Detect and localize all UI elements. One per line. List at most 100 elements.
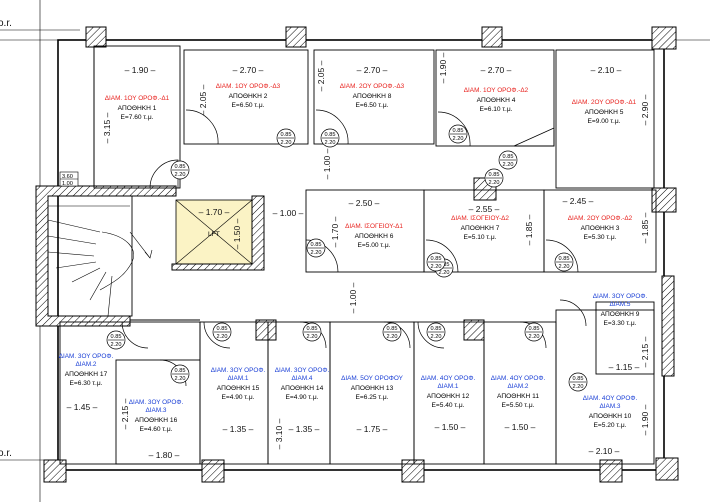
dimension-label: – 2.05 – <box>316 60 326 91</box>
room-area: Ε=7.60 τ.μ. <box>121 114 154 121</box>
dimension-label: – 1.90 – <box>640 404 650 435</box>
dimension-label: – 2.70 – <box>481 65 512 75</box>
room-name: ΑΠΟΘΗΚΗ 6 <box>355 233 394 240</box>
room-name: ΑΠΟΘΗΚΗ 15 <box>217 385 260 392</box>
room-name: ΑΠΟΘΗΚΗ 5 <box>585 109 624 116</box>
room-owner-label: ΔΙΑΜ. 4ΟΥ ΟΡΟΦ. <box>421 375 476 382</box>
room-name: ΑΠΟΘΗΚΗ 10 <box>589 413 632 420</box>
room-name: ΑΠΟΘΗΚΗ 13 <box>351 385 394 392</box>
room-owner-label: ΔΙΑΜ. 2ΟΥ ΟΡΟΦ.-Δ2 <box>568 215 633 222</box>
room-name: ΑΠΟΘΗΚΗ 3 <box>581 225 620 232</box>
room-owner-label: ΔΙΑΜ. 3ΟΥ ΟΡΟΦ. <box>211 367 266 374</box>
door-tag-width: 0.85 <box>489 172 500 178</box>
room-owner-label: ΔΙΑΜ. 4ΟΥ ΟΡΟΦ. <box>491 375 546 382</box>
room-owner-label: ΔΙΑΜ. 1ΟΥ ΟΡΟΦ.-Δ2 <box>464 87 529 94</box>
room-owner-label: ΔΙΑΜ. 3ΟΥ ΟΡΟΦ. <box>129 399 184 406</box>
room-name: ΑΠΟΘΗΚΗ 12 <box>427 393 470 400</box>
room-area: Ε=5.10 τ.μ. <box>464 234 497 241</box>
door-tag-width: 0.85 <box>387 326 398 332</box>
room-walls <box>59 45 657 465</box>
room-owner-label: ΔΙΑΜ.1 <box>438 383 459 390</box>
room-area: Ε=5.00 τ.μ. <box>358 242 391 249</box>
room-area: Ε=6.50 τ.μ. <box>356 102 389 109</box>
room-owner-label: ΔΙΑΜ. ΙΣΟΓΕΙΟΥ-Δ2 <box>451 215 509 222</box>
dimension-label: – 1.50 – <box>505 422 536 432</box>
room-name: ΑΠΟΘΗΚΗ 2 <box>229 93 268 100</box>
dimension-label: – 1.70 – <box>330 216 340 247</box>
door-tag-width: 0.85 <box>311 242 322 248</box>
door-tag-height: 2.20 <box>431 264 442 270</box>
dimension-label: – 1.00 – <box>348 282 358 313</box>
door-tag-height: 2.20 <box>111 342 122 348</box>
door-tag-width: 0.85 <box>573 376 584 382</box>
room-name: ΑΠΟΘΗΚΗ 4 <box>477 97 516 104</box>
room-owner-label: ΔΙΑΜ.4 <box>292 375 313 382</box>
door-tag-height: 2.20 <box>311 250 322 256</box>
room-owner-label: ΔΙΑΜ. ΙΣΟΓΕΙΟΥ-Δ1 <box>345 223 403 230</box>
room-name: ΑΠΟΘΗΚΗ 1 <box>118 105 157 112</box>
room-owner-label: ΔΙΑΜ.3 <box>146 407 167 414</box>
dimension-label: – 1.90 – <box>438 52 448 83</box>
edge-label-bottom: o.r. <box>0 448 12 459</box>
door-tag-height: 2.20 <box>439 270 450 276</box>
stair-core <box>35 185 177 327</box>
door-tag-height: 2.20 <box>281 140 292 146</box>
door-tag-height: 2.20 <box>453 136 464 142</box>
door-tag-width: 0.85 <box>503 154 514 160</box>
dimension-label: – 2.15 – <box>120 398 130 429</box>
room-area: Ε=3.30 τ.μ. <box>604 320 637 327</box>
room-name: ΑΠΟΘΗΚΗ 17 <box>65 371 108 378</box>
room-owner-label: ΔΙΑΜ.2 <box>76 361 97 368</box>
room-owner-label: ΔΙΑΜ.2 <box>508 383 529 390</box>
room-area: Ε=6.25 τ.μ. <box>356 394 389 401</box>
room-name: ΑΠΟΘΗΚΗ 14 <box>281 385 324 392</box>
dimension-label: – 2.55 – <box>469 204 500 214</box>
room-owner-label: ΔΙΑΜ. 5ΟΥ ΟΡΟΦΟΥ <box>341 375 403 382</box>
door-tag-height: 2.20 <box>175 376 186 382</box>
dimension-label: – 2.50 – <box>349 198 380 208</box>
room-owner-label: ΔΙΑΜ. 3ΟΥ ΟΡΟΦ. <box>59 353 114 360</box>
room-area: Ε=4.90 τ.μ. <box>286 394 319 401</box>
door-tags: 0.85 2.20 0.85 2.20 0.85 2.20 0.85 2.20 0.85 2.20… <box>106 124 588 392</box>
room-area: Ε=5.40 τ.μ. <box>432 402 465 409</box>
small-tag-b: 1.00 <box>62 181 73 187</box>
door-tag-width: 0.85 <box>111 334 122 340</box>
room-name: ΑΠΟΘΗΚΗ 16 <box>135 417 178 424</box>
room-owner-label: ΔΙΑΜ. 2ΟΥ ΟΡΟΦ.-Δ3 <box>340 83 405 90</box>
dimension-label: – 3.15 – <box>102 112 112 143</box>
door-tag-width: 0.85 <box>529 326 540 332</box>
door-tag-height: 2.20 <box>529 334 540 340</box>
room-area: Ε=5.20 τ.μ. <box>594 422 627 429</box>
small-tag: 3.60 1.00 <box>59 171 79 187</box>
room-owner-label: ΔΙΑΜ. 1ΟΥ ΟΡΟΦ.-Δ1 <box>105 95 170 102</box>
door-tag-width: 0.85 <box>281 132 292 138</box>
dimension-label: – 2.70 – <box>233 65 264 75</box>
room-area: Ε=6.50 τ.μ. <box>232 102 265 109</box>
room-owner-label: ΔΙΑΜ.3 <box>600 403 621 410</box>
door-tag-width: 0.85 <box>307 326 318 332</box>
dimension-label: – 2.45 – <box>563 196 594 206</box>
room-name: ΑΠΟΘΗΚΗ 8 <box>353 93 392 100</box>
dimension-label: – 1.70 – <box>199 207 230 217</box>
door-tag-width: 0.85 <box>175 368 186 374</box>
dimension-label: – 2.10 – <box>589 446 620 456</box>
dimension-label: – 1.35 – <box>289 424 320 434</box>
room-owner-label: ΔΙΑΜ.5 <box>610 301 631 308</box>
room-name: ΑΠΟΘΗΚΗ 9 <box>601 311 640 318</box>
dimension-label: – 1.45 – <box>67 402 98 412</box>
room-owner-label: ΔΙΑΜ. 1ΟΥ ΟΡΟΦ.-Δ3 <box>216 83 281 90</box>
door-tag-width: 0.85 <box>431 326 442 332</box>
door-tag-height: 2.20 <box>307 334 318 340</box>
dimension-labels: – 1.90 –– 2.70 –– 2.70 –– 2.70 –– 2.10 –… <box>67 52 650 460</box>
door-tag-height: 2.20 <box>559 264 570 270</box>
room-area: Ε=9.00 τ.μ. <box>588 118 621 125</box>
door-tag-width: 0.85 <box>559 256 570 262</box>
dimension-label: – 1.50 – <box>232 218 242 249</box>
room-owner-label: ΔΙΑΜ. 3ΟΥ ΟΡΟΦ. <box>275 367 330 374</box>
room-name: ΑΠΟΘΗΚΗ 7 <box>461 225 500 232</box>
door-tag-width: 0.85 <box>453 128 464 134</box>
door-tag-height: 2.20 <box>387 334 398 340</box>
door-tag-height: 2.20 <box>175 172 186 178</box>
dimension-label: – 1.90 – <box>125 65 156 75</box>
door-tag-width: 0.85 <box>325 132 336 138</box>
